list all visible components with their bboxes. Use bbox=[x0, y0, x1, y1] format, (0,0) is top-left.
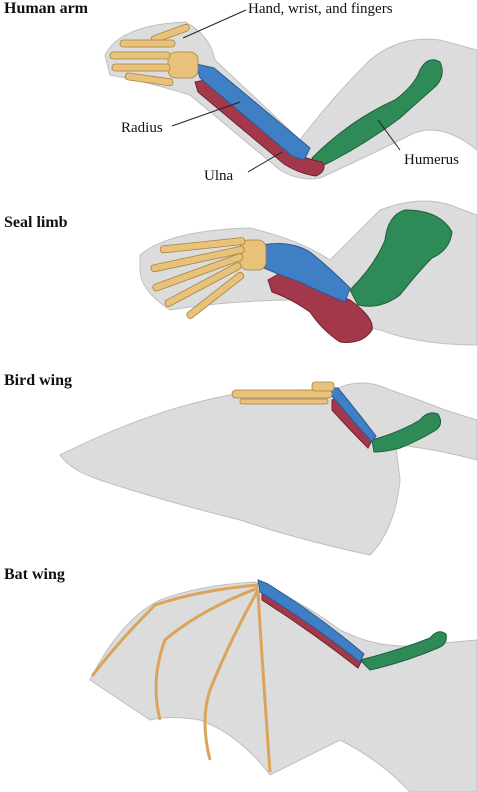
label-ulna: Ulna bbox=[204, 168, 234, 184]
bird-wing-figure bbox=[59, 381, 477, 556]
seal-limb-figure bbox=[139, 200, 477, 346]
panel-title-bird-wing: Bird wing bbox=[4, 372, 73, 389]
label-hand-wrist-fingers: Hand, wrist, and fingers bbox=[248, 1, 393, 17]
bird-humerus bbox=[371, 412, 442, 453]
bird-hand-bones bbox=[231, 381, 335, 405]
panel-title-human-arm: Human arm bbox=[4, 0, 88, 17]
bat-wing-membrane bbox=[89, 581, 477, 792]
bat-radius bbox=[257, 579, 365, 663]
seal-hand-bones bbox=[150, 237, 267, 319]
label-radius: Radius bbox=[121, 120, 163, 136]
seal-humerus bbox=[349, 209, 453, 307]
bird-wing-feathers bbox=[59, 389, 401, 556]
human-arm-figure bbox=[104, 9, 477, 180]
human-humerus bbox=[311, 59, 443, 169]
panel-title-bat-wing: Bat wing bbox=[4, 566, 65, 583]
bat-humerus bbox=[359, 631, 447, 671]
human-radius bbox=[195, 63, 311, 161]
bird-radius bbox=[329, 387, 377, 443]
bat-finger-bones bbox=[90, 583, 272, 773]
panel-title-seal-limb: Seal limb bbox=[4, 214, 68, 231]
bat-wing-figure bbox=[89, 579, 477, 792]
label-humerus: Humerus bbox=[404, 152, 459, 168]
human-hand-bones bbox=[109, 23, 199, 87]
seal-radius bbox=[261, 243, 351, 303]
